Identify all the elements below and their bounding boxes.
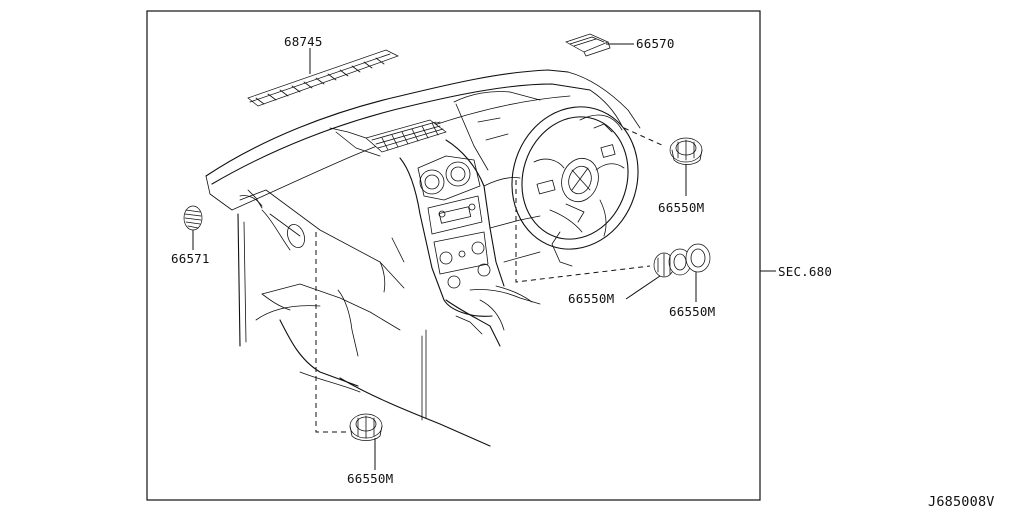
- part-number-label: 66550M: [568, 291, 614, 306]
- center-vent-grille: [365, 119, 447, 153]
- dashed-line-upper-switch: [623, 127, 665, 147]
- part-number-label: 66570: [636, 36, 675, 51]
- part-labels: 68745 66570 66571 66550M 66550M 66550M 6…: [171, 34, 995, 510]
- part-number-label: 66571: [171, 251, 210, 266]
- part-number-label: 68745: [284, 34, 323, 49]
- dash-switch-part-lower: [349, 413, 383, 441]
- leader-lines: [192, 43, 776, 470]
- steering-wheel: [511, 106, 639, 267]
- diagram-frame: [146, 10, 761, 501]
- dash-switch-part-upper: [669, 137, 703, 165]
- side-vent-part: [183, 205, 203, 231]
- gauge-cluster: [417, 155, 481, 201]
- section-reference-label: SEC.680: [778, 264, 832, 279]
- defroster-grille: [247, 49, 399, 107]
- dashboard-illustration: [183, 33, 711, 447]
- audio-panel: [427, 195, 491, 289]
- drawing-code: J685008V: [928, 494, 995, 510]
- dash-switch-part-right-cluster: [653, 243, 711, 278]
- part-number-label: 66550M: [658, 200, 704, 215]
- dashed-line-right-switch: [515, 180, 651, 283]
- side-defroster-part: [565, 33, 611, 57]
- dashed-line-lower-switch: [315, 232, 348, 433]
- part-number-label: 66550M: [347, 471, 393, 486]
- part-number-label: 66550M: [669, 304, 715, 319]
